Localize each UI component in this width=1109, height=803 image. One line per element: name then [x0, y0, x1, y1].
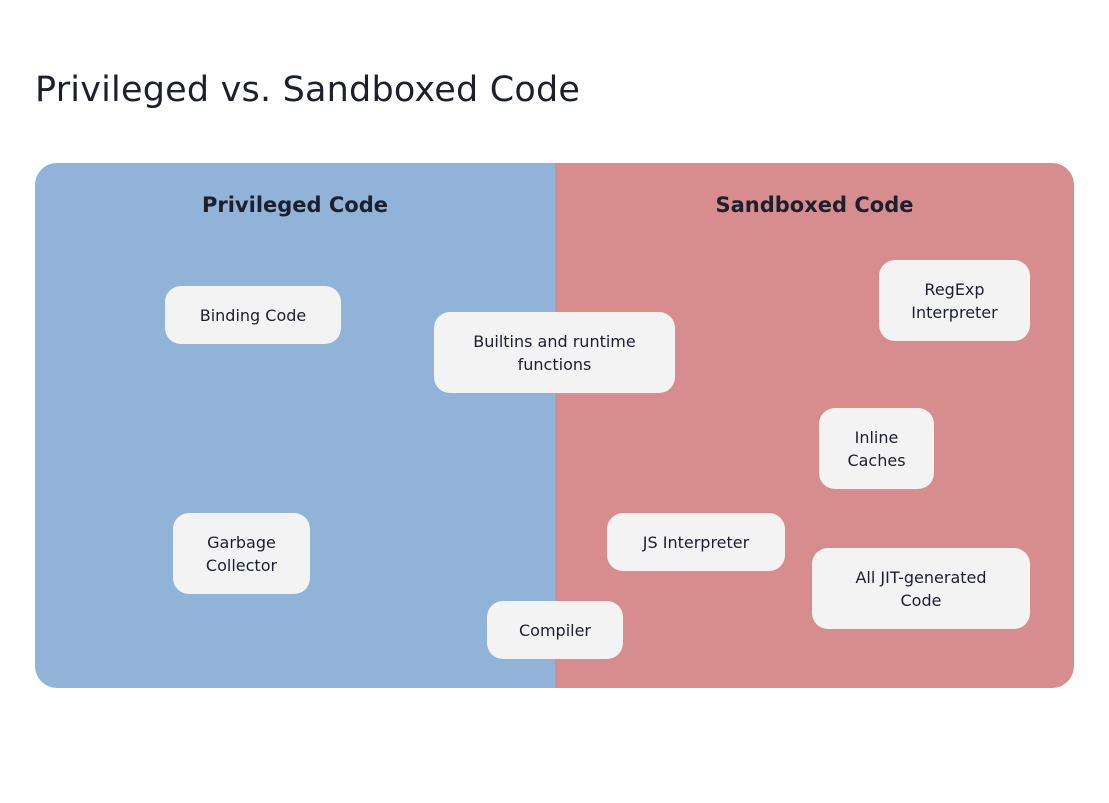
node-inline-caches: Inline Caches	[819, 408, 934, 489]
sandboxed-region-label: Sandboxed Code	[715, 193, 914, 217]
node-regexp-interpreter: RegExp Interpreter	[879, 260, 1030, 341]
page-title: Privileged vs. Sandboxed Code	[35, 70, 581, 110]
node-binding-code: Binding Code	[165, 286, 341, 344]
node-builtins: Builtins and runtime functions	[434, 312, 675, 393]
privileged-region-label: Privileged Code	[201, 193, 388, 217]
node-garbage-collector: Garbage Collector	[173, 513, 310, 594]
node-compiler: Compiler	[487, 601, 623, 659]
node-js-interpreter: JS Interpreter	[607, 513, 785, 571]
privileged-region: Privileged Code	[35, 163, 555, 688]
node-jit-code: All JIT-generated Code	[812, 548, 1030, 629]
